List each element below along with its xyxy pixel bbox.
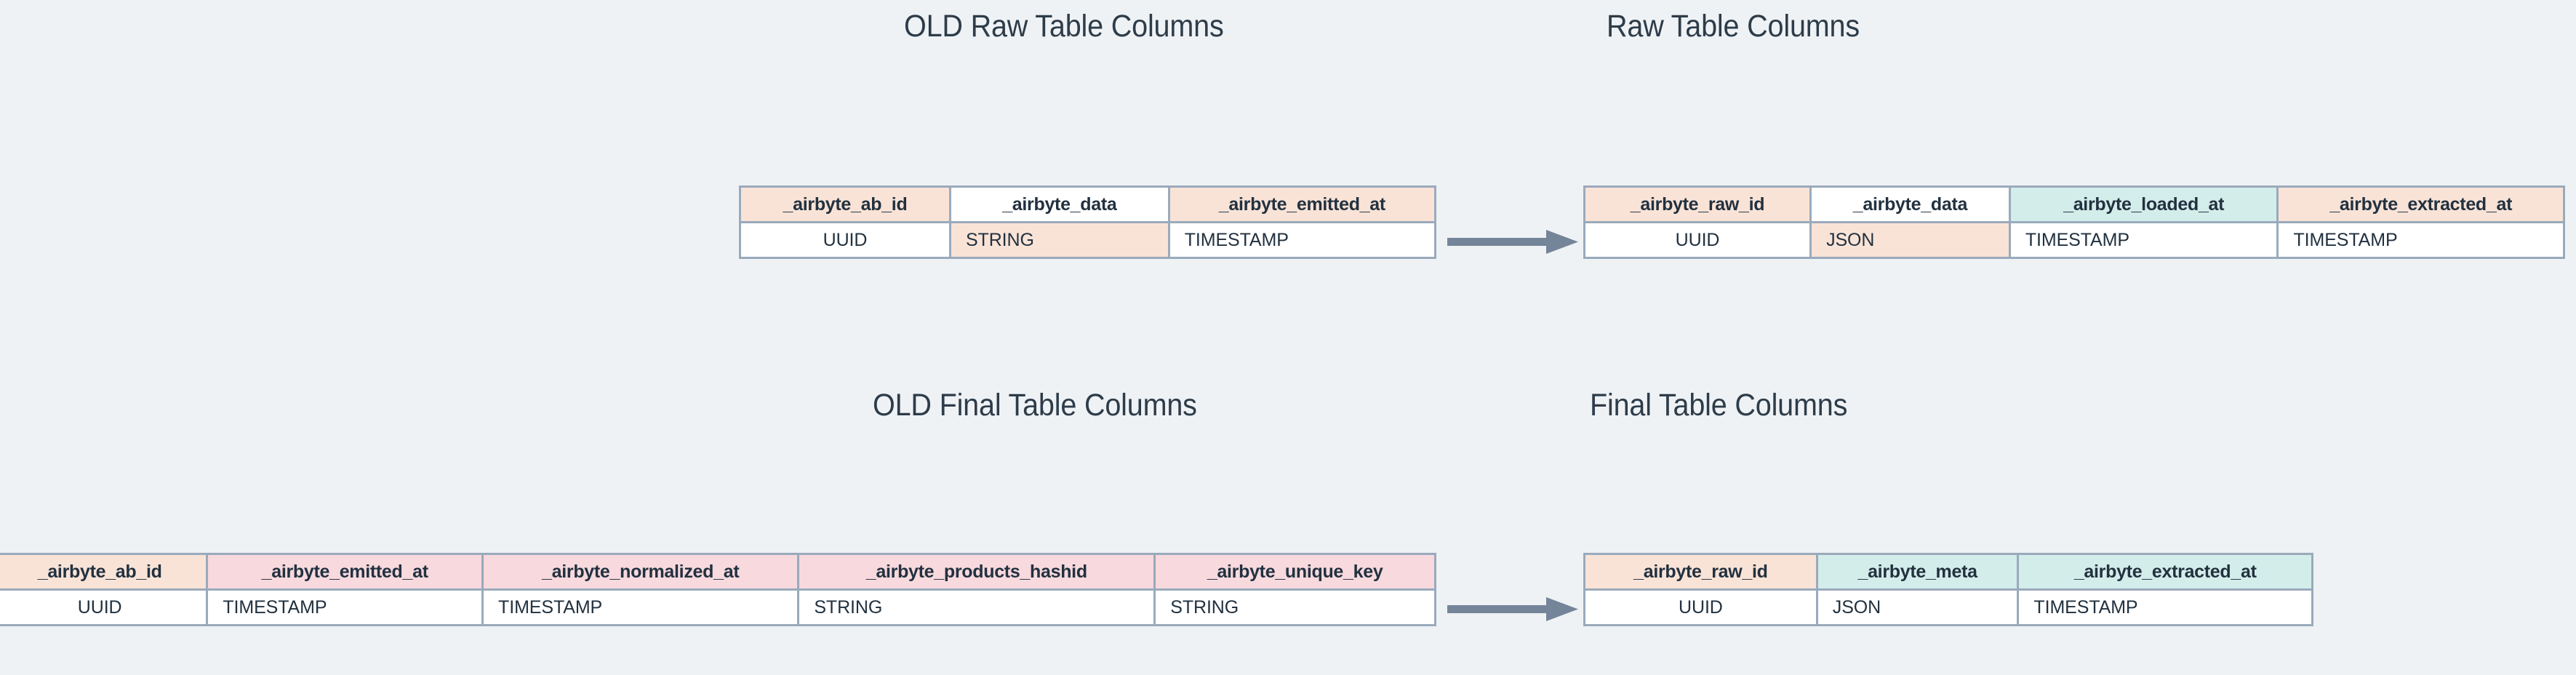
column-header-airbyte-ab-id: _airbyte_ab_id — [0, 553, 209, 591]
column-header-airbyte-extracted-at: _airbyte_extracted_at — [2017, 553, 2313, 591]
title-old-raw-table-columns: OLD Raw Table Columns — [904, 9, 1224, 44]
table-final-columns: _airbyte_raw_id_airbyte_meta_airbyte_ext… — [1583, 553, 2313, 626]
column-type-airbyte-data: JSON — [1809, 221, 2011, 259]
arrow-right-icon-final — [1447, 594, 1578, 623]
column-type-airbyte-unique-key: STRING — [1153, 588, 1436, 626]
column-type-airbyte-raw-id: UUID — [1583, 221, 1812, 259]
table-header-row: _airbyte_ab_id_airbyte_data_airbyte_emit… — [739, 185, 1437, 223]
column-header-airbyte-data: _airbyte_data — [1809, 185, 2011, 223]
column-header-airbyte-normalized-at: _airbyte_normalized_at — [481, 553, 800, 591]
column-type-airbyte-emitted-at: TIMESTAMP — [206, 588, 484, 626]
column-header-airbyte-ab-id: _airbyte_ab_id — [739, 185, 951, 223]
column-header-airbyte-products-hashid: _airbyte_products_hashid — [797, 553, 1156, 591]
table-old-final-columns: _airbyte_ab_id_airbyte_emitted_at_airbyt… — [0, 553, 1436, 626]
column-type-airbyte-data: STRING — [948, 221, 1170, 259]
arrow-right-icon-raw — [1447, 227, 1578, 256]
title-raw-table-columns: Raw Table Columns — [1607, 9, 1860, 44]
column-type-airbyte-extracted-at: TIMESTAMP — [2276, 221, 2565, 259]
column-header-airbyte-raw-id: _airbyte_raw_id — [1583, 185, 1812, 223]
column-type-airbyte-ab-id: UUID — [0, 588, 209, 626]
table-header-row: _airbyte_raw_id_airbyte_meta_airbyte_ext… — [1583, 553, 2313, 591]
column-type-airbyte-meta: JSON — [1815, 588, 2020, 626]
table-raw-columns: _airbyte_raw_id_airbyte_data_airbyte_loa… — [1583, 185, 2565, 259]
title-old-final-table-columns: OLD Final Table Columns — [873, 388, 1197, 423]
column-type-airbyte-ab-id: UUID — [739, 221, 951, 259]
column-header-airbyte-raw-id: _airbyte_raw_id — [1583, 553, 1818, 591]
column-header-airbyte-meta: _airbyte_meta — [1815, 553, 2020, 591]
column-type-airbyte-products-hashid: STRING — [797, 588, 1156, 626]
table-old-raw-columns: _airbyte_ab_id_airbyte_data_airbyte_emit… — [739, 185, 1437, 259]
column-header-airbyte-loaded-at: _airbyte_loaded_at — [2008, 185, 2279, 223]
table-header-row: _airbyte_raw_id_airbyte_data_airbyte_loa… — [1583, 185, 2565, 223]
title-final-table-columns: Final Table Columns — [1590, 388, 1848, 423]
column-type-airbyte-extracted-at: TIMESTAMP — [2017, 588, 2313, 626]
column-header-airbyte-extracted-at: _airbyte_extracted_at — [2276, 185, 2565, 223]
column-header-airbyte-data: _airbyte_data — [948, 185, 1170, 223]
column-type-airbyte-loaded-at: TIMESTAMP — [2008, 221, 2279, 259]
table-header-row: _airbyte_ab_id_airbyte_emitted_at_airbyt… — [0, 553, 1436, 591]
column-header-airbyte-emitted-at: _airbyte_emitted_at — [206, 553, 484, 591]
column-header-airbyte-unique-key: _airbyte_unique_key — [1153, 553, 1436, 591]
column-type-airbyte-normalized-at: TIMESTAMP — [481, 588, 800, 626]
column-type-airbyte-emitted-at: TIMESTAMP — [1167, 221, 1437, 259]
column-type-airbyte-raw-id: UUID — [1583, 588, 1818, 626]
column-header-airbyte-emitted-at: _airbyte_emitted_at — [1167, 185, 1437, 223]
